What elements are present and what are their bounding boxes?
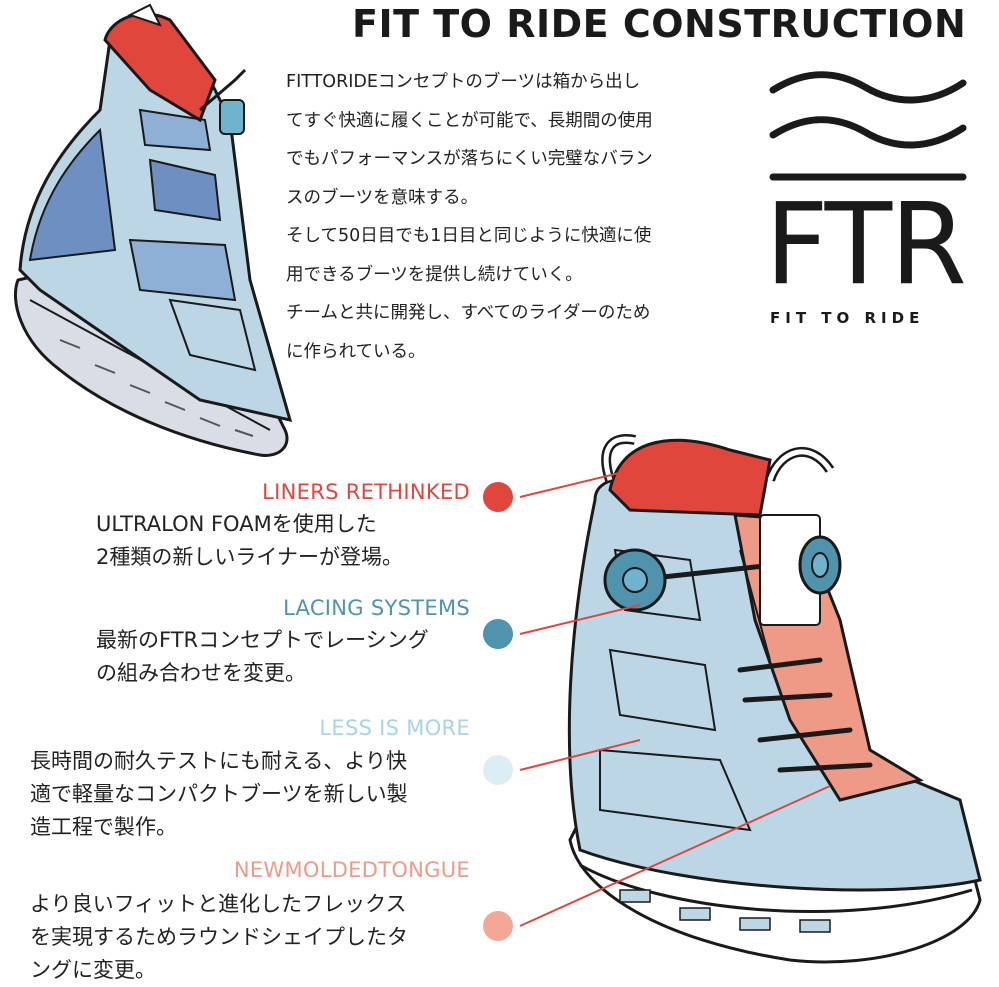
feature-body-tongue: より良いフィットと進化したフレックス を実現するためラウンドシェイプしたタ ング… [30,888,408,987]
feature-line: 2種類の新しいライナーが登場。 [96,545,403,569]
page-title: FIT TO RIDE CONSTRUCTION [352,2,967,46]
feature-body-lacing: 最新のFTRコンセプトでレーシング の組み合わせを変更。 [96,624,429,690]
feature-line: 長時間の耐久テストにも耐える、より快 [30,749,407,773]
feature-line: 適で軽量なコンパクトブーツを新しい製 [30,782,408,806]
feature-title-liners: LINERS RETHINKED [262,480,470,504]
feature-line: ULTRALON FOAMを使用した [96,512,377,536]
feature-line: ングに変更。 [30,958,156,982]
intro-line: チームと共に開発し、すべてのライダーのため [286,303,651,323]
feature-line: の組み合わせを変更。 [96,661,306,685]
intro-line: 用できるブーツを提供し続けていく。 [286,264,583,285]
intro-text: FITTORIDEコンセプトのブーツは箱から出し てすぐ快適に履くことが可能で、… [286,63,726,371]
ftr-logo-mark: FTR [765,180,965,300]
feature-title-tongue: NEWMOLDEDTONGUE [233,858,470,882]
feature-dot-liners [483,482,513,512]
boot-side-illustration [13,3,293,457]
feature-line: 最新のFTRコンセプトでレーシング [96,628,429,652]
feature-title-lacing: LACING SYSTEMS [283,596,470,620]
feature-body-less-is-more: 長時間の耐久テストにも耐える、より快 適で軽量なコンパクトブーツを新しい製 造工… [30,745,408,844]
intro-line: てすぐ快適に履くことが可能で、長期間の使用 [286,110,653,131]
intro-line: でもパフォーマンスが落ちにくい完璧なバラン [286,149,653,169]
feature-body-liners: ULTRALON FOAMを使用した 2種類の新しいライナーが登場。 [96,508,403,574]
ftr-logo-tagline: FIT TO RIDE [770,309,925,327]
feature-title-less-is-more: LESS IS MORE [319,716,470,740]
feature-dot-less-is-more [483,755,513,785]
feature-line: より良いフィットと進化したフレックス [30,892,407,916]
feature-dot-tongue [483,911,513,941]
ftr-logo: FTR [765,71,967,300]
intro-line: に作られている。 [286,341,426,362]
feature-dot-lacing [483,619,513,649]
feature-line: を実現するためラウンドシェイプしたタ [30,925,408,949]
feature-line: 造工程で製作。 [30,815,177,839]
intro-line: FITTORIDEコンセプトのブーツは箱から出し [286,72,641,92]
intro-line: そして50日目でも1日目と同じように快適に使 [286,226,652,246]
boot-front-illustration [567,434,982,964]
intro-line: スのブーツを意味する。 [286,187,479,208]
